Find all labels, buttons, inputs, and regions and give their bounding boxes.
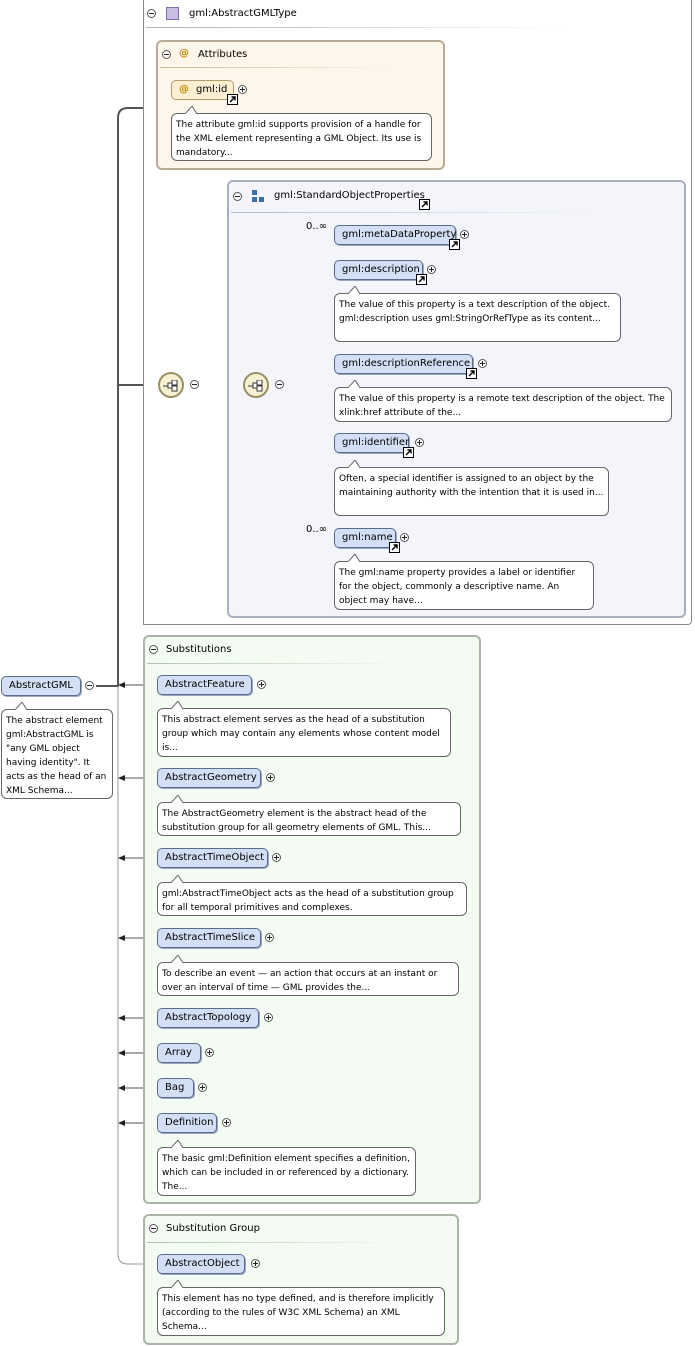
substitutions-label: Substitutions — [166, 644, 232, 655]
substitution-description: To describe an event — an action that oc… — [157, 962, 459, 996]
substitution-group-abstractobject[interactable]: AbstractObject — [157, 1254, 245, 1274]
callout-notch — [171, 795, 184, 803]
substitution-description: The AbstractGeometry element is the abst… — [157, 802, 461, 836]
sequence-compositor-icon[interactable] — [243, 372, 269, 398]
element-description-text: The value of this property is a text des… — [334, 293, 621, 342]
reference-arrow-icon[interactable] — [419, 199, 430, 210]
callout-notch — [348, 286, 361, 294]
callout-notch — [348, 460, 361, 468]
callout-notch — [171, 875, 184, 883]
cardinality-label: 0..∞ — [306, 221, 328, 232]
collapse-toggle[interactable] — [190, 380, 199, 389]
expand-toggle[interactable] — [205, 1048, 214, 1057]
element-name-text: The gml:name property provides a label o… — [334, 561, 594, 610]
substitution-group-label: Substitution Group — [166, 1223, 260, 1234]
reference-arrow-icon[interactable] — [449, 239, 460, 250]
root-element-description: The abstract element gml:AbstractGML is … — [1, 709, 113, 799]
substitution-description: gml:AbstractTimeObject acts as the head … — [157, 882, 467, 916]
substitution-abstracttopology[interactable]: AbstractTopology — [157, 1008, 259, 1028]
root-element[interactable]: AbstractGML — [1, 676, 81, 696]
attributes-label: Attributes — [198, 49, 248, 60]
element-name[interactable]: gml:name — [334, 528, 396, 548]
collapse-toggle[interactable] — [162, 50, 171, 59]
expand-toggle[interactable] — [415, 438, 424, 447]
expand-toggle[interactable] — [198, 1083, 207, 1092]
substitution-abstractfeature[interactable]: AbstractFeature — [157, 675, 252, 695]
substitution-abstractgeometry[interactable]: AbstractGeometry — [157, 768, 261, 788]
element-descriptionreference[interactable]: gml:descriptionReference — [334, 354, 473, 374]
element-identifier[interactable]: gml:identifier — [334, 433, 409, 453]
expand-toggle[interactable] — [427, 265, 436, 274]
collapse-toggle[interactable] — [275, 380, 284, 389]
expand-toggle[interactable] — [400, 533, 409, 542]
reference-arrow-icon[interactable] — [466, 368, 477, 379]
expand-toggle[interactable] — [264, 1013, 273, 1022]
group-name: gml:StandardObjectProperties — [274, 190, 425, 201]
element-descriptionreference-text: The value of this property is a remote t… — [334, 387, 672, 422]
collapse-toggle[interactable] — [149, 645, 158, 654]
substitution-array[interactable]: Array — [157, 1043, 201, 1063]
reference-arrow-icon[interactable] — [416, 274, 427, 285]
element-metadataproperty[interactable]: gml:metaDataProperty — [334, 225, 456, 245]
expand-toggle[interactable] — [272, 853, 281, 862]
reference-arrow-icon[interactable] — [403, 447, 414, 458]
attribute-icon: @ — [179, 48, 189, 59]
collapse-toggle[interactable] — [149, 1224, 158, 1233]
callout-notch — [348, 554, 361, 562]
callout-notch — [171, 1140, 184, 1148]
group-icon — [252, 190, 264, 202]
substitution-description: The basic gml:Definition element specifi… — [157, 1147, 416, 1196]
gml-id-attribute[interactable]: @ gml:id — [171, 80, 234, 100]
gml-id-description: The attribute gml:id supports provision … — [171, 113, 432, 161]
cardinality-label: 0..∞ — [306, 524, 328, 535]
substitution-description: This abstract element serves as the head… — [157, 708, 451, 757]
expand-toggle[interactable] — [257, 680, 266, 689]
attribute-icon: @ — [179, 84, 189, 95]
expand-toggle[interactable] — [265, 933, 274, 942]
header-underline — [160, 67, 390, 68]
substitution-bag[interactable]: Bag — [157, 1078, 194, 1098]
callout-notch — [171, 955, 184, 963]
header-underline — [231, 212, 591, 213]
expand-toggle[interactable] — [478, 359, 487, 368]
reference-arrow-icon[interactable] — [227, 94, 238, 105]
substitution-definition[interactable]: Definition — [157, 1113, 217, 1133]
sequence-compositor-icon[interactable] — [158, 372, 184, 398]
expand-toggle[interactable] — [251, 1259, 260, 1268]
header-underline — [146, 27, 566, 28]
complex-type-icon — [166, 7, 179, 20]
callout-notch — [185, 106, 198, 114]
header-underline — [147, 1242, 397, 1243]
element-identifier-text: Often, a special identifier is assigned … — [334, 467, 609, 516]
expand-toggle[interactable] — [222, 1118, 231, 1127]
expand-toggle[interactable] — [238, 85, 247, 94]
callout-notch — [171, 1280, 184, 1288]
element-description[interactable]: gml:description — [334, 260, 423, 280]
expand-toggle[interactable] — [266, 773, 275, 782]
substitution-abstracttimeobject[interactable]: AbstractTimeObject — [157, 848, 268, 868]
callout-notch — [15, 702, 28, 710]
collapse-toggle[interactable] — [233, 192, 242, 201]
substitution-group-description: This element has no type defined, and is… — [157, 1287, 445, 1336]
collapse-toggle[interactable] — [85, 681, 94, 690]
substitution-abstracttimeslice[interactable]: AbstractTimeSlice — [157, 928, 261, 948]
collapse-toggle[interactable] — [147, 9, 156, 18]
reference-arrow-icon[interactable] — [389, 542, 400, 553]
callout-notch — [171, 701, 184, 709]
header-underline — [147, 663, 397, 664]
callout-notch — [348, 380, 361, 388]
attribute-name: gml:id — [196, 84, 228, 95]
expand-toggle[interactable] — [460, 230, 469, 239]
type-name: gml:AbstractGMLType — [189, 8, 297, 19]
